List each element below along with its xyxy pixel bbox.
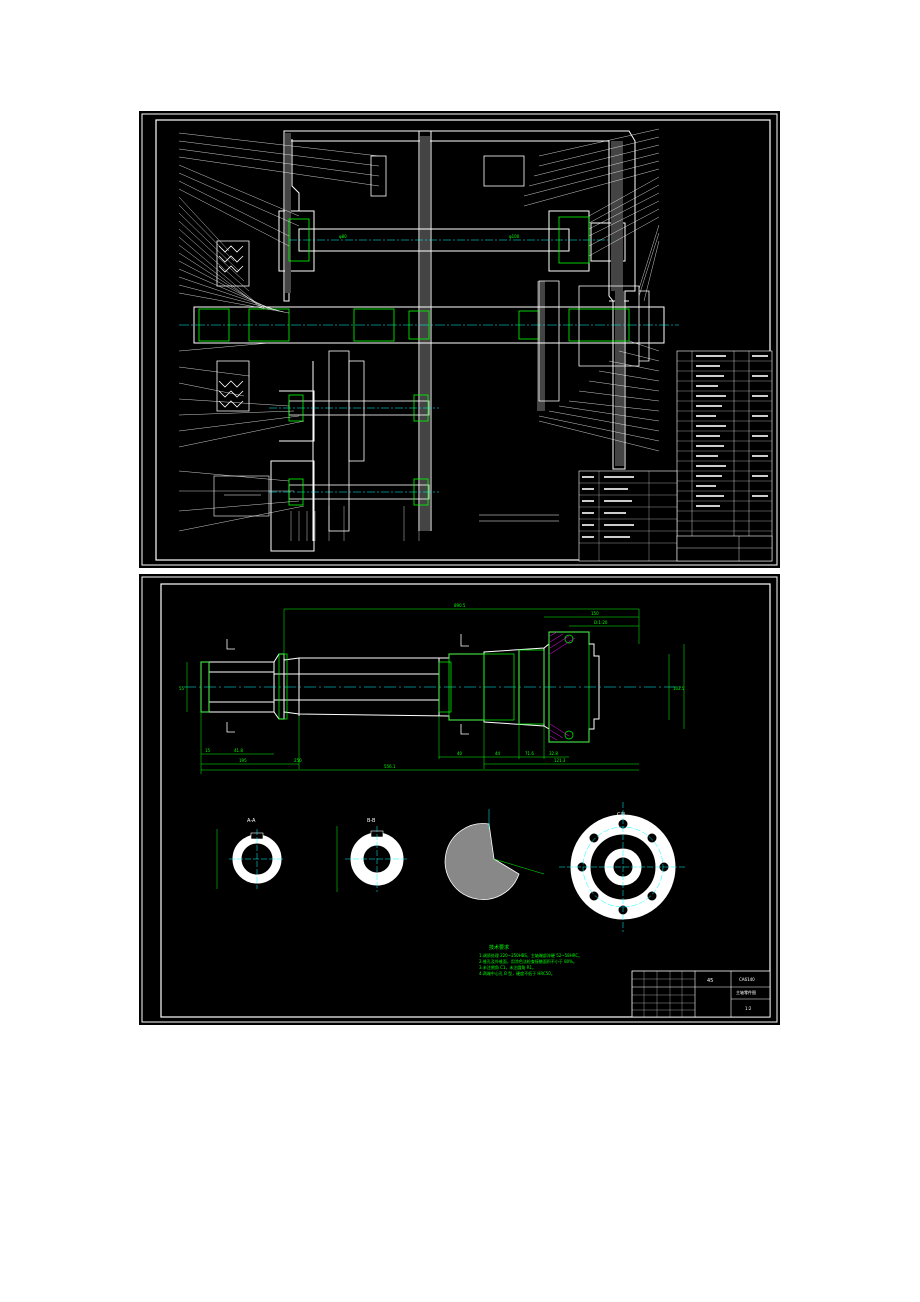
- pulley: [216, 240, 250, 412]
- flange-end-view: C向: [559, 802, 687, 932]
- tech-title: 技术要求: [489, 944, 509, 951]
- drawing-number: CA6140: [739, 977, 755, 982]
- section-b-label: B-B: [367, 818, 376, 824]
- detail-section-view: [444, 809, 545, 900]
- dim-taper: D:1:20: [594, 620, 608, 625]
- dim-150: 150: [591, 611, 599, 616]
- assembly-drawing-sheet: φ80 φ100: [139, 111, 780, 568]
- dim-5561: 556.1: [384, 764, 396, 769]
- part-name: 主轴零件图: [736, 989, 756, 995]
- tech-note-4: 4.两端中心孔 B 型，硬度不低于 HRC50。: [479, 970, 555, 976]
- annotation-box: [213, 475, 270, 517]
- title-table: [578, 470, 773, 562]
- dim-1213: 121.3: [554, 758, 566, 763]
- dim-328: 32.8: [549, 751, 558, 756]
- outer-border: [141, 113, 778, 566]
- dim-418: 41.8: [234, 748, 243, 753]
- gearbox-housing: [270, 130, 636, 552]
- dim-195: 195: [239, 758, 247, 763]
- flange-hatch: [549, 631, 576, 741]
- scale-label: 1:2: [745, 1006, 752, 1011]
- dim-1020: 102.5: [673, 686, 685, 691]
- material-label: 45: [707, 978, 713, 984]
- dim-40: 40: [457, 751, 463, 756]
- dim-55: 55: [179, 686, 185, 691]
- dimension-labels: 890.5 150 D:1:20 41.8 195 250 556.1 40 4…: [179, 603, 685, 769]
- assembly-drawing: φ80 φ100: [141, 113, 778, 566]
- dim-250: 250: [294, 758, 302, 763]
- dim-716: 71.6: [525, 751, 534, 756]
- dim-label-d1: φ80: [339, 234, 347, 239]
- parts-list-table: [676, 350, 773, 562]
- section-a-view: A-A: [216, 818, 285, 889]
- spindle-details: [200, 631, 590, 743]
- dim-label-d2: φ100: [509, 234, 520, 239]
- spindle-drawing-sheet: 890.5 150 D:1:20 41.8 195 250 556.1 40 4…: [139, 574, 780, 1025]
- inner-border: [155, 119, 771, 561]
- upper-shaft: φ80 φ100: [288, 155, 609, 264]
- part-leaders-right: [523, 128, 660, 452]
- inner-border: [160, 583, 771, 1018]
- detail-c-label: C向: [617, 811, 626, 818]
- tech-note-3: 3.未注倒角 C1，未注圆角 R1。: [479, 964, 536, 970]
- bottom-leaders: [290, 506, 420, 541]
- technical-requirements: 技术要求 1.调质处理 220~250HBS，主轴端部淬硬 52~58HRC。 …: [479, 944, 582, 976]
- outer-border: [141, 576, 778, 1023]
- dim-overall: 890.5: [454, 603, 466, 608]
- section-a-label: A-A: [247, 818, 256, 824]
- tech-note-1: 1.调质处理 220~250HBS，主轴端部淬硬 52~58HRC。: [479, 952, 582, 958]
- section-b-view: B-B: [336, 818, 409, 892]
- dimension-lines: [186, 608, 685, 774]
- main-spindle: [179, 240, 679, 412]
- spindle-part-drawing: 890.5 150 D:1:20 41.8 195 250 556.1 40 4…: [141, 576, 778, 1023]
- tech-note-2: 2.锥孔及外锥面，用涂色法检查接触面积不小于 80%。: [479, 958, 577, 964]
- spindle-flange: [538, 280, 650, 402]
- dim-15: 15: [205, 748, 211, 753]
- title-block: 45 CA6140 主轴零件图 1:2: [631, 970, 771, 1018]
- housing-hatch: [285, 133, 624, 531]
- section-markers: [226, 634, 469, 735]
- dim-44: 44: [495, 751, 501, 756]
- lower-shafts: [269, 350, 439, 532]
